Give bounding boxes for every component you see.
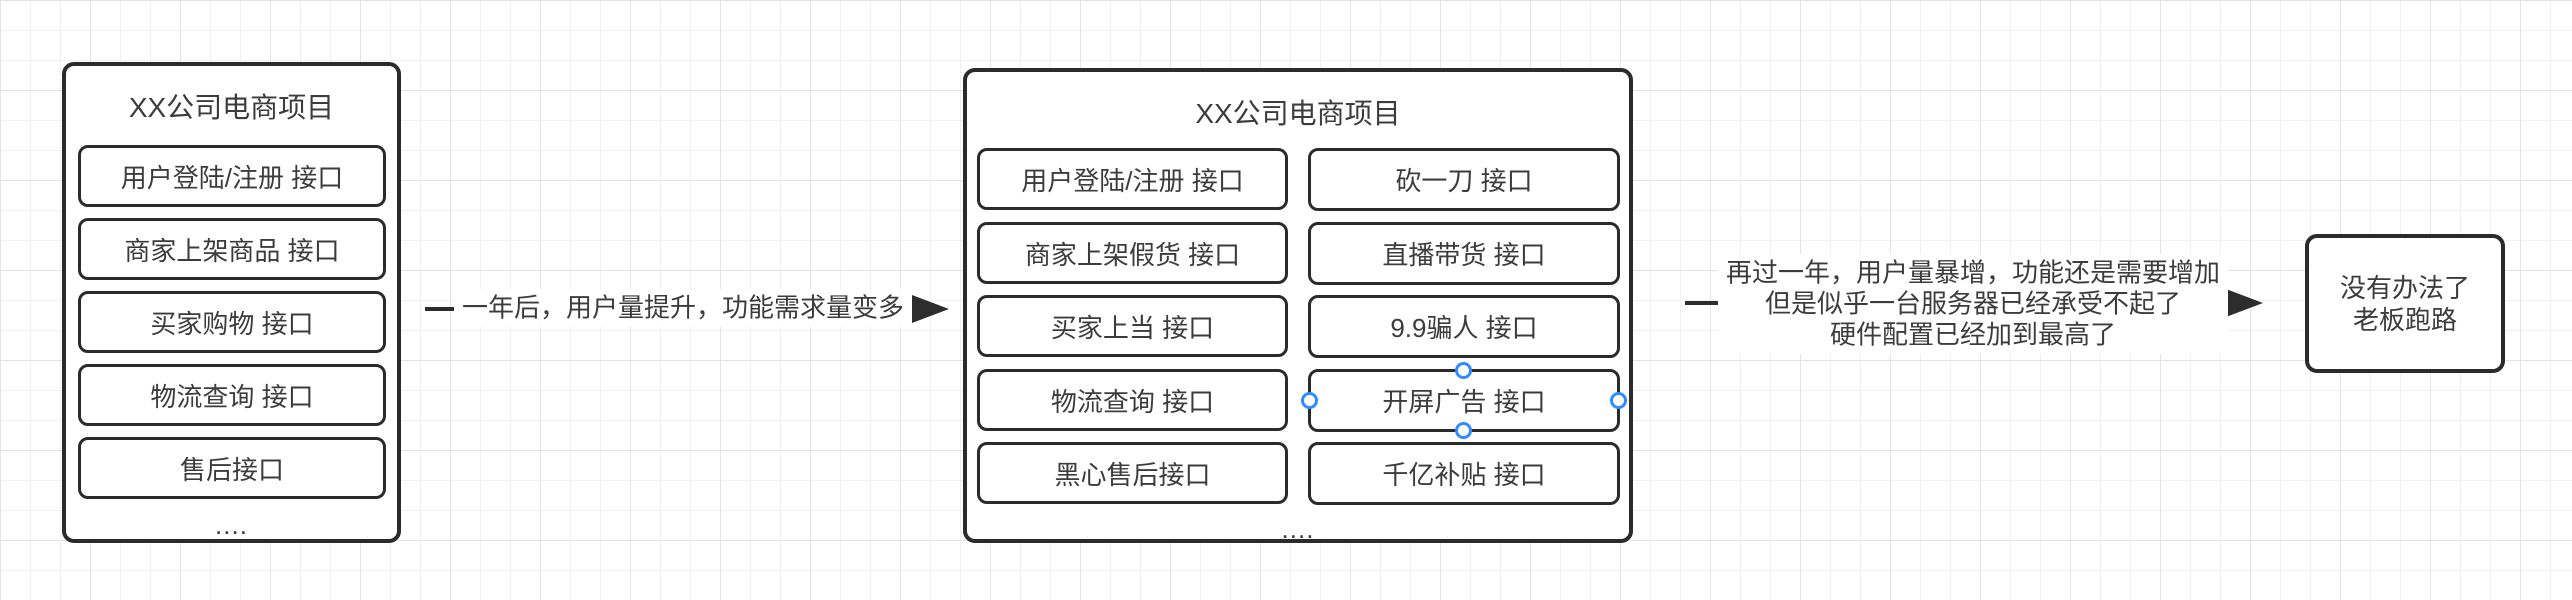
api-item-label: 商家上架商品 接口 bbox=[124, 235, 340, 266]
node-project-v1[interactable]: XX公司电商项目 用户登陆/注册 接口 商家上架商品 接口 买家购物 接口 物流… bbox=[62, 62, 401, 543]
edge-label-line: 但是似乎一台服务器已经承受不起了 bbox=[1764, 288, 2182, 319]
api-item-buyer-scammed[interactable]: 买家上当 接口 bbox=[977, 295, 1288, 357]
arrowhead-icon bbox=[2226, 289, 2263, 317]
api-item-logistics-query[interactable]: 物流查询 接口 bbox=[78, 364, 386, 426]
connection-handle-left[interactable] bbox=[1301, 391, 1318, 409]
api-item-label: 千亿补贴 接口 bbox=[1382, 460, 1546, 490]
ellipsis-label: .... bbox=[215, 510, 248, 540]
api-item-livestream-selling[interactable]: 直播带货 接口 bbox=[1308, 222, 1620, 285]
api-item-bargain-cut[interactable]: 砍一刀 接口 bbox=[1308, 148, 1620, 211]
api-item-user-login[interactable]: 用户登陆/注册 接口 bbox=[78, 145, 386, 207]
api-item-after-sales[interactable]: 售后接口 bbox=[78, 437, 386, 499]
api-item-label: 用户登陆/注册 接口 bbox=[120, 162, 344, 193]
api-item-label: 售后接口 bbox=[179, 454, 284, 485]
api-item-label: 黑心售后接口 bbox=[1054, 459, 1211, 490]
edge-label-line: 硬件配置已经加到最高了 bbox=[1829, 319, 2117, 350]
edge-label-1[interactable]: 一年后，用户量提升，功能需求量变多 bbox=[453, 289, 913, 327]
node-text-line: 没有办法了 bbox=[2339, 272, 2470, 303]
api-item-label: 买家购物 接口 bbox=[150, 308, 314, 339]
api-item-label: 买家上当 接口 bbox=[1050, 312, 1215, 343]
api-item-label: 物流查询 接口 bbox=[150, 381, 314, 412]
api-item-buyer-shopping[interactable]: 买家购物 接口 bbox=[78, 291, 386, 353]
api-item-splash-ads-selected[interactable]: 开屏广告 接口 bbox=[1301, 362, 1627, 439]
node-boss-runaway[interactable]: 没有办法了 老板跑路 bbox=[2305, 234, 2505, 373]
api-item-label: 开屏广告 接口 bbox=[1382, 387, 1546, 417]
api-item-9-9-scam[interactable]: 9.9骗人 接口 bbox=[1308, 295, 1620, 358]
ellipsis-label: .... bbox=[1281, 514, 1315, 544]
api-item-user-login[interactable]: 用户登陆/注册 接口 bbox=[977, 148, 1288, 210]
node-title: XX公司电商项目 bbox=[128, 92, 335, 123]
api-item-label: 直播带货 接口 bbox=[1382, 240, 1546, 270]
api-item-label: 用户登陆/注册 接口 bbox=[1021, 165, 1244, 196]
connection-handle-bottom[interactable] bbox=[1455, 422, 1472, 439]
arrowhead-icon bbox=[912, 295, 949, 323]
api-item-billion-subsidy[interactable]: 千亿补贴 接口 bbox=[1308, 442, 1620, 505]
api-item-black-after-sales[interactable]: 黑心售后接口 bbox=[977, 442, 1288, 504]
api-item-label: 9.9骗人 接口 bbox=[1390, 313, 1538, 343]
api-item-fake-goods-listing[interactable]: 商家上架假货 接口 bbox=[977, 222, 1288, 284]
api-item-label: 物流查询 接口 bbox=[1050, 386, 1215, 417]
connection-handle-top[interactable] bbox=[1455, 362, 1472, 379]
node-text-line: 老板跑路 bbox=[2352, 304, 2457, 335]
node-title: XX公司电商项目 bbox=[1195, 98, 1401, 129]
api-item-label: 商家上架假货 接口 bbox=[1024, 239, 1241, 270]
api-item-logistics-query[interactable]: 物流查询 接口 bbox=[977, 369, 1288, 431]
api-item-merchant-listing[interactable]: 商家上架商品 接口 bbox=[78, 218, 386, 280]
edge-label-line: 再过一年，用户量暴增，功能还是需要增加 bbox=[1725, 257, 2221, 288]
connection-handle-right[interactable] bbox=[1610, 391, 1627, 409]
edge-label-2[interactable]: 再过一年，用户量暴增，功能还是需要增加 但是似乎一台服务器已经承受不起了 硬件配… bbox=[1717, 254, 2229, 354]
node-project-v2[interactable]: XX公司电商项目 用户登陆/注册 接口 砍一刀 接口 商家上架假货 接口 直播带… bbox=[963, 68, 1633, 544]
api-item-label: 砍一刀 接口 bbox=[1395, 166, 1533, 196]
